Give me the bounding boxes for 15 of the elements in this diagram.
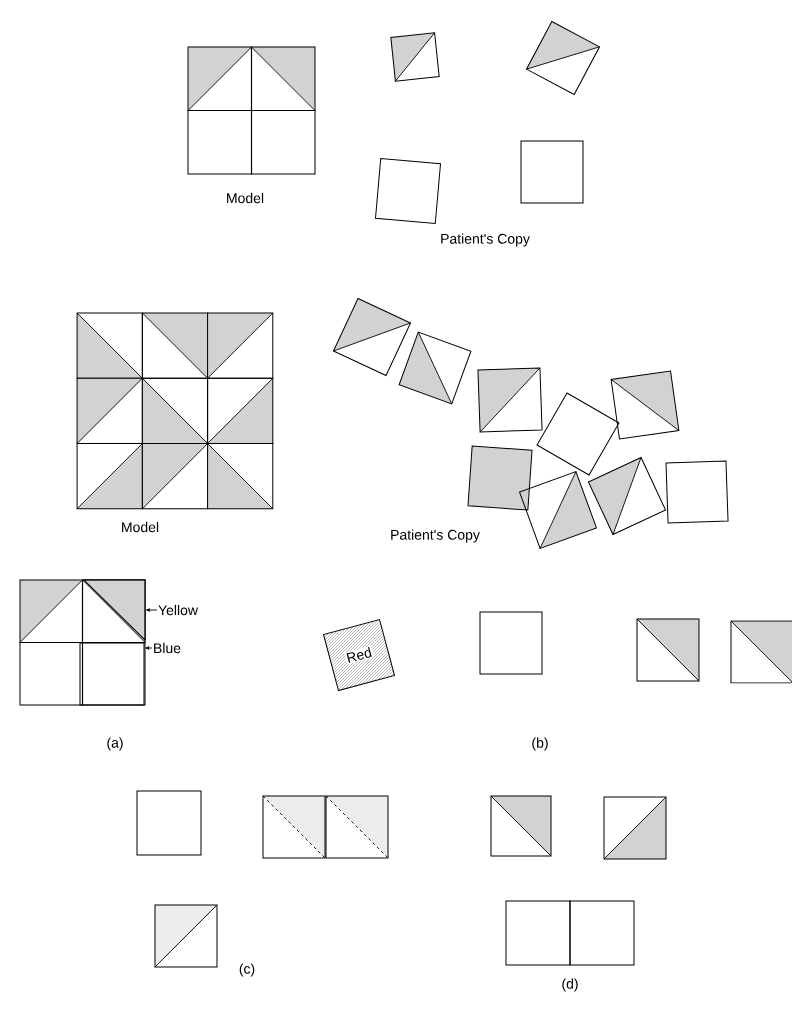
- triangle-part: [83, 579, 146, 641]
- part-label: Blue: [154, 642, 181, 654]
- caption-label: Model: [227, 192, 264, 204]
- leader-arrow: [146, 608, 158, 612]
- leader-arrow: [145, 646, 153, 650]
- square-part: [79, 642, 145, 706]
- caption-label: (a): [107, 737, 123, 751]
- caption-label: (d): [562, 978, 578, 992]
- caption-label: (b): [532, 737, 548, 751]
- hatched-block: Red: [323, 619, 395, 691]
- caption-label: Patient's Copy: [391, 529, 480, 543]
- caption-label: (c): [239, 963, 255, 977]
- part-label: Yellow: [158, 604, 198, 616]
- caption-label: Patient's Copy: [441, 233, 530, 247]
- caption-label: Model: [122, 521, 159, 533]
